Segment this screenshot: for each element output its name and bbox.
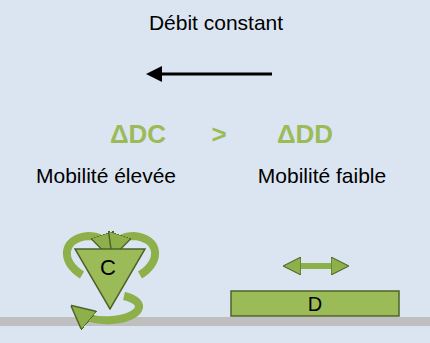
delta-c: ΔDC: [110, 119, 166, 150]
particle-c: C: [74, 248, 146, 310]
delta-d: ΔDD: [277, 119, 333, 150]
flow-arrow: [158, 73, 272, 76]
node-letter: D: [308, 292, 322, 315]
translation-arrow: [292, 263, 340, 269]
flow-title: Débit constant: [149, 11, 283, 35]
node-letter: C: [100, 255, 116, 281]
flow-arrowhead: [146, 66, 162, 82]
mobility-low: Mobilité faible: [258, 164, 386, 188]
mobility-high: Mobilité élevée: [36, 164, 176, 188]
comparison-sign: >: [211, 119, 226, 150]
ground: [0, 317, 430, 326]
particle-d: D: [230, 290, 400, 317]
